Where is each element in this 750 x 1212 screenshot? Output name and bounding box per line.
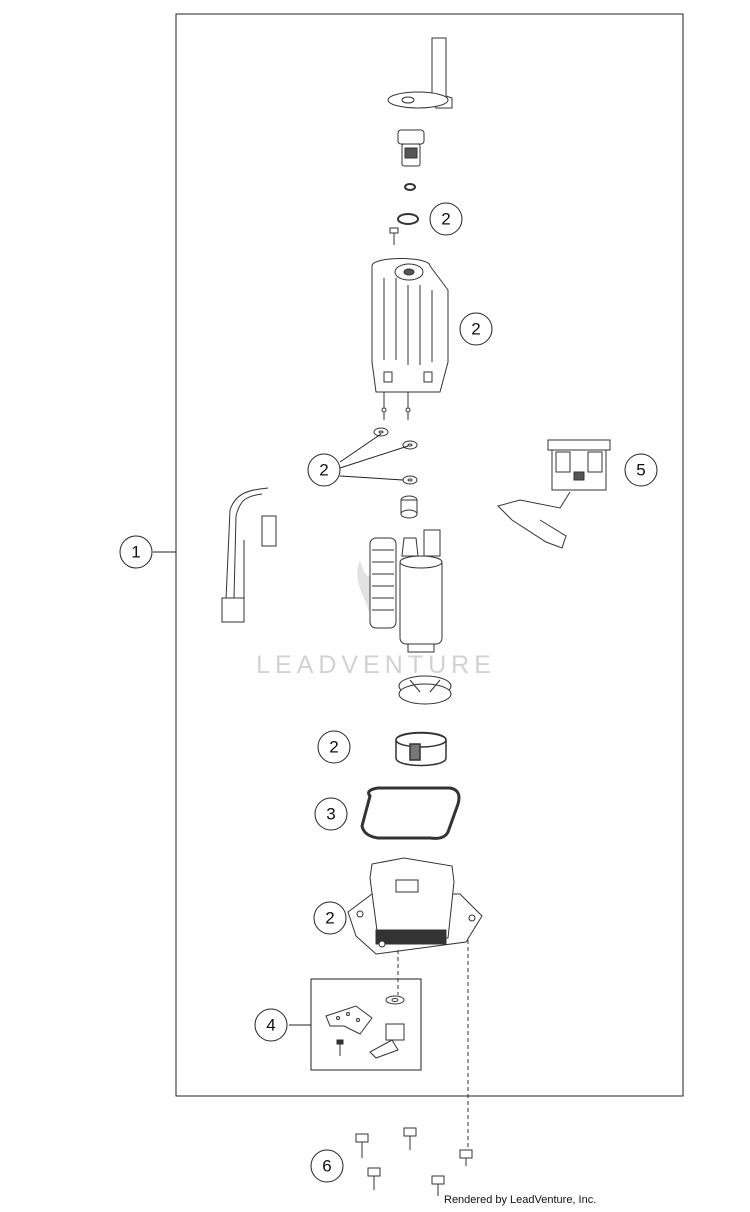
top-bracket (387, 37, 453, 109)
fuel-filter (369, 537, 397, 629)
callout-1: 1 (119, 535, 153, 569)
pump-retainer (398, 675, 452, 705)
svg-text:2: 2 (319, 461, 328, 480)
leader-lines (153, 433, 409, 1026)
pump-housing (371, 258, 449, 420)
svg-text:2: 2 (441, 210, 450, 229)
callout-3: 3 (314, 797, 348, 831)
svg-text:5: 5 (636, 461, 645, 480)
fuel-pump-motor (399, 529, 443, 653)
callout-6: 6 (310, 1149, 344, 1183)
washers (373, 427, 418, 485)
svg-text:4: 4 (266, 1016, 275, 1035)
bolts (355, 1127, 473, 1196)
svg-text:6: 6 (322, 1157, 331, 1176)
callout-2-clamp-ring: 2 (317, 730, 351, 764)
assembly-frame (175, 13, 684, 1097)
clamp-ring (395, 731, 447, 767)
flange (347, 857, 483, 1155)
svg-text:2: 2 (325, 909, 334, 928)
fuel-level-sender (497, 439, 611, 549)
screw-top (389, 227, 399, 245)
watermark-text: LEADVENTURE (256, 651, 496, 679)
render-credit: Rendered by LeadVenture, Inc. (444, 1194, 597, 1206)
callout-2-pump-housing: 2 (459, 312, 493, 346)
pressure-regulator (397, 129, 425, 167)
vent-fitting-parts (325, 995, 405, 1059)
callout-2-washers: 2 (307, 453, 341, 487)
svg-text:3: 3 (326, 805, 335, 824)
wiring-harness (221, 487, 277, 623)
o-rings-top (397, 183, 419, 225)
gasket (360, 786, 461, 840)
fitting (400, 495, 418, 519)
watermark-logo: LEADVENTURE (256, 560, 496, 679)
callout-2-flange: 2 (313, 901, 347, 935)
svg-text:1: 1 (131, 543, 140, 562)
callout-4: 4 (254, 1008, 288, 1042)
callout-2-o-rings: 2 (429, 202, 463, 236)
svg-text:2: 2 (471, 320, 480, 339)
callout-5: 5 (624, 453, 658, 487)
svg-text:2: 2 (329, 738, 338, 757)
